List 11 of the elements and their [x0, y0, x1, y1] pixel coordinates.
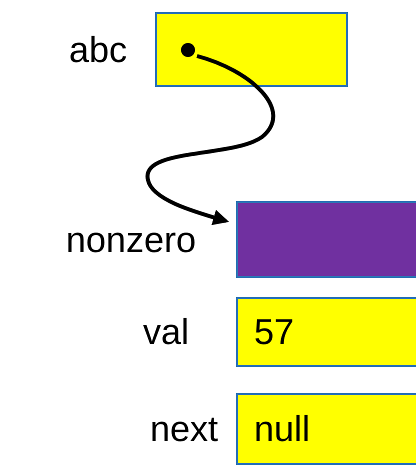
- memory-cell: [236, 297, 416, 367]
- variable-name: nonzero: [66, 218, 196, 260]
- memory-cell: [155, 12, 348, 87]
- variable-name: val: [142, 311, 189, 353]
- variable-name: next: [150, 408, 218, 450]
- memory-cell: [236, 201, 416, 278]
- memory-cell: [236, 393, 416, 465]
- cell-value: null: [254, 408, 310, 450]
- cell-value: 57: [254, 311, 294, 353]
- pointer-arrow: [146, 54, 276, 226]
- variable-name: abc: [68, 28, 127, 70]
